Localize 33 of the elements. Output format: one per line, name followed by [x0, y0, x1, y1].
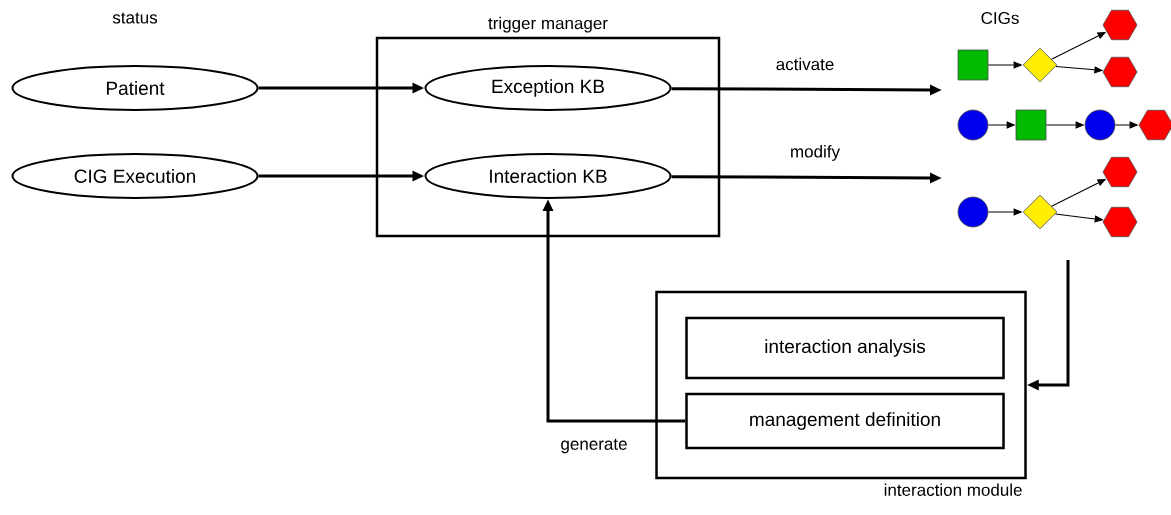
arrow — [1051, 178, 1106, 207]
square-icon — [957, 49, 989, 81]
hexagon-icon — [1102, 206, 1138, 238]
ellipse-node: CIG Execution — [11, 153, 259, 199]
circle-icon — [1084, 109, 1116, 141]
hexagon-icon — [1102, 9, 1138, 41]
arrow — [1051, 31, 1106, 60]
ellipse-node: Patient — [11, 65, 259, 111]
arrow — [987, 121, 1015, 129]
circle-icon — [957, 196, 989, 228]
node-label: trigger manager — [488, 16, 608, 33]
hexagon-icon — [1102, 156, 1138, 188]
edge-label: modify — [788, 144, 842, 162]
circle-icon — [957, 109, 989, 141]
arrow — [987, 61, 1022, 69]
hexagon-icon — [1102, 56, 1138, 88]
arrow — [1114, 121, 1138, 129]
status-label: status — [112, 12, 158, 24]
arrow — [1055, 213, 1103, 223]
diamond-icon — [1022, 47, 1058, 83]
hexagon-icon — [1138, 109, 1171, 141]
node-label: interaction module — [884, 483, 1022, 496]
edge-label: generate — [559, 437, 629, 455]
arrow — [1055, 65, 1103, 74]
process-box: management definition — [685, 392, 1005, 450]
ellipse-node: Interaction KB — [424, 153, 672, 199]
arrow — [987, 208, 1022, 216]
arrow — [1045, 121, 1084, 129]
diamond-icon — [1022, 194, 1058, 230]
ellipse-node: Exception KB — [424, 65, 672, 111]
process-box: interaction analysis — [685, 316, 1005, 380]
square-icon — [1015, 109, 1047, 141]
edge-label: activate — [774, 56, 836, 72]
